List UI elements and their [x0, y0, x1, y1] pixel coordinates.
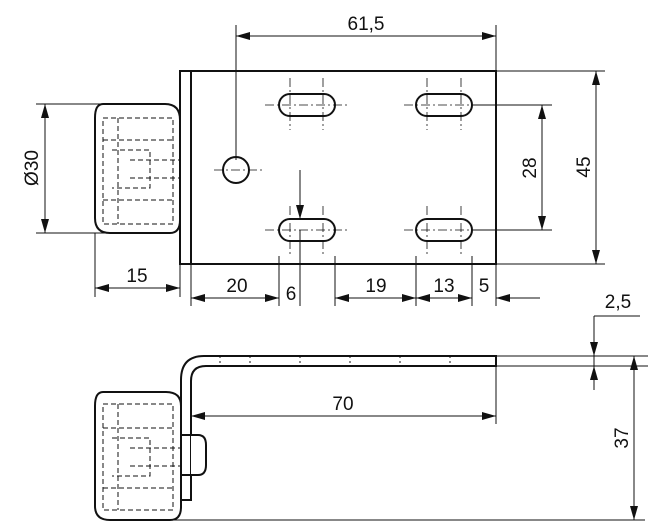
dim-slot-spacing: 28	[472, 104, 552, 231]
dim-slot-gap-label: 19	[365, 276, 386, 297]
dim-roller-width-label: 15	[126, 266, 147, 287]
dim-total-height-label: 37	[612, 427, 633, 448]
axle-stub-side-cap	[191, 434, 207, 476]
dim-roller-width: 15	[94, 233, 181, 297]
dim-roller-diameter-label: Ø30	[22, 150, 43, 186]
dim-roller-diameter: Ø30	[22, 103, 130, 234]
roller-top	[94, 103, 181, 234]
bracket-side	[180, 355, 497, 501]
roller-hidden-lines-side	[102, 403, 181, 511]
axle-stub-side	[180, 434, 192, 476]
dim-plate-length: 70	[191, 366, 497, 424]
dim-chain-bottom: 20 6 19 13 5	[190, 170, 540, 306]
slot-lower-right	[404, 206, 486, 256]
dim-plate-thickness-label: 2,5	[605, 292, 631, 313]
slot-upper-left	[265, 78, 349, 130]
dim-slot-length-label: 13	[433, 276, 454, 297]
side-view: 2,5 70 37	[94, 292, 648, 521]
dim-plate-height: 45	[496, 70, 605, 265]
roller-hidden-lines-top	[102, 117, 180, 225]
dim-hole-span-label: 61,5	[348, 14, 385, 35]
dim-hole-span: 61,5	[235, 14, 497, 160]
dim-plate-thickness: 2,5	[496, 292, 648, 390]
dim-slot-spacing-label: 28	[520, 157, 541, 178]
dim-slot-width-label: 6	[286, 284, 297, 305]
top-view: 61,5 45 28 Ø30 15	[22, 14, 605, 306]
slot-lower-left	[265, 206, 349, 256]
dim-first-slot-offset-label: 20	[226, 276, 247, 297]
dim-plate-height-label: 45	[574, 156, 595, 177]
dim-edge-distance-label: 5	[479, 276, 490, 297]
dim-plate-length-label: 70	[332, 394, 353, 415]
dim-total-height: 37	[170, 356, 645, 521]
bent-edge-top	[179, 70, 192, 265]
roller-side	[94, 391, 182, 521]
